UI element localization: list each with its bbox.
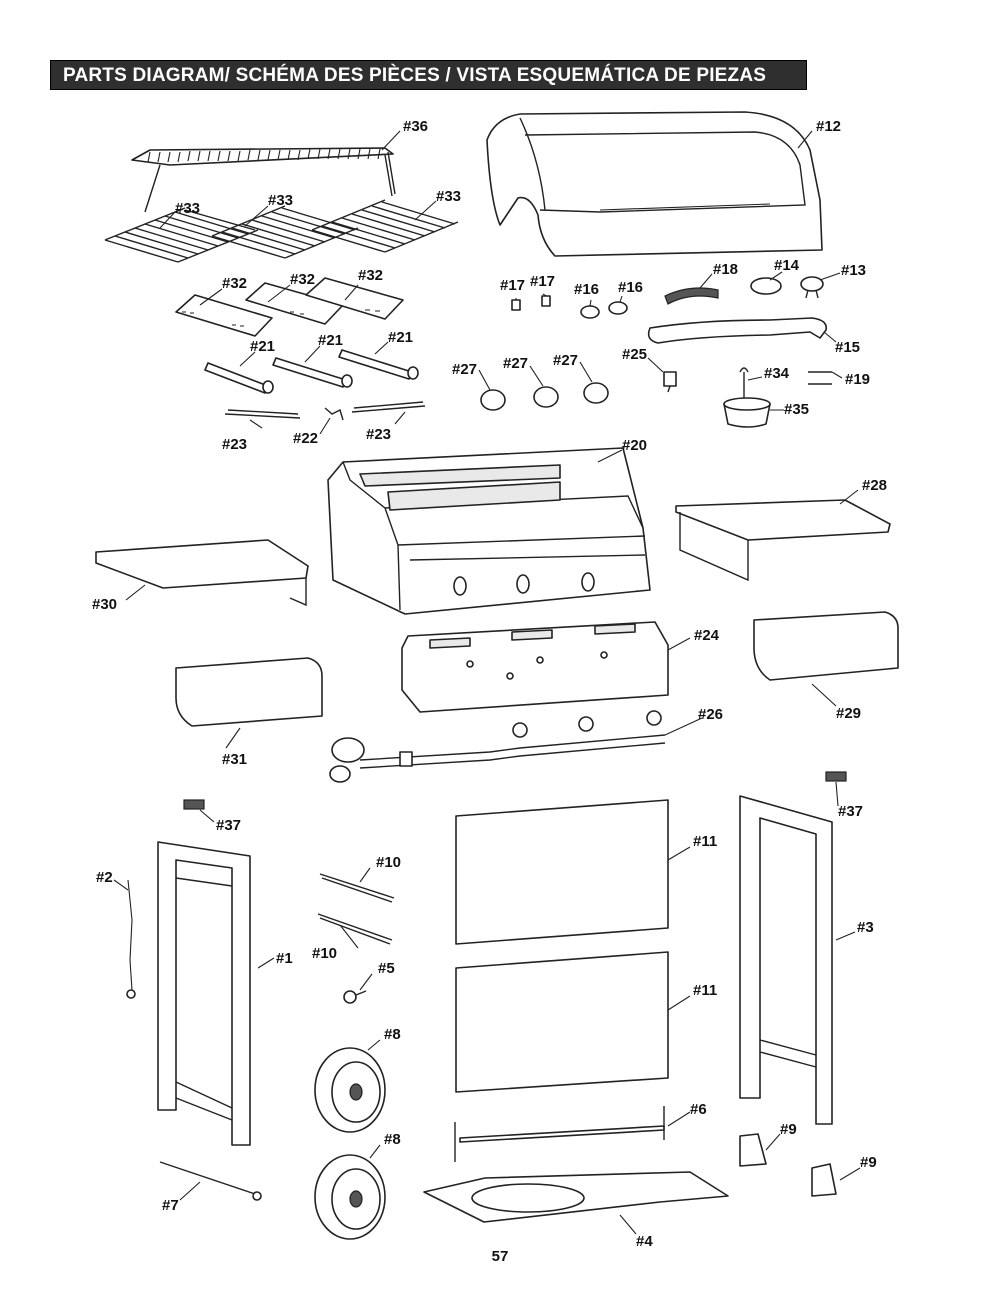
- label-15: #15: [835, 339, 860, 356]
- part-4-bottom-shelf: [423, 1171, 729, 1223]
- part-19-screws: [808, 371, 832, 385]
- label-32-a: #32: [222, 275, 247, 292]
- label-31: #31: [222, 751, 247, 768]
- part-32-heat-tents: [175, 277, 404, 337]
- label-5: #5: [378, 960, 395, 977]
- part-7-axle: [159, 1161, 262, 1201]
- label-28: #28: [862, 477, 887, 494]
- part-36-warming-rack: [131, 147, 396, 213]
- part-12-lid: [486, 111, 823, 257]
- page-number: 57: [491, 1248, 509, 1265]
- label-7: #7: [162, 1197, 179, 1214]
- part-9-brackets: [739, 1133, 837, 1197]
- label-9-b: #9: [860, 1154, 877, 1171]
- part-6-bottom-brace: [454, 1106, 665, 1162]
- part-33-cooking-grate-middle: [211, 205, 359, 259]
- label-27-a: #27: [452, 361, 477, 378]
- label-2: #2: [96, 869, 113, 886]
- label-36: #36: [403, 118, 428, 135]
- part-23-22-carryover: [224, 401, 426, 421]
- label-23-a: #23: [222, 436, 247, 453]
- part-25-igniter: [663, 371, 677, 393]
- leader-lines: [113, 130, 861, 1235]
- label-10-b: #10: [312, 945, 337, 962]
- label-34: #34: [764, 365, 790, 382]
- label-27-b: #27: [503, 355, 528, 372]
- part-15-lid-handle: [647, 317, 828, 344]
- label-21-a: #21: [250, 338, 275, 355]
- part-21-burners: [204, 349, 419, 394]
- part-30-left-shelf: [95, 539, 309, 607]
- part-17-16-small-parts: [511, 295, 628, 319]
- part-5-screw: [343, 990, 367, 1004]
- label-25: #25: [622, 346, 647, 363]
- part-20-firebox: [327, 447, 651, 615]
- part-24-control-panel: [401, 621, 669, 713]
- part-33-cooking-grate-left: [104, 207, 259, 263]
- part-28-right-shelf: [675, 499, 891, 582]
- label-33-b: #33: [268, 192, 293, 209]
- label-33-a: #33: [175, 200, 200, 217]
- label-11-b: #11: [693, 982, 717, 999]
- label-24: #24: [694, 627, 720, 644]
- part-8-wheel-top: [314, 1047, 386, 1133]
- label-10-a: #10: [376, 854, 401, 871]
- label-17-a: #17: [500, 277, 525, 294]
- page-title: PARTS DIAGRAM/ SCHÉMA DES PIÈCES / VISTA…: [63, 65, 767, 86]
- label-27-c: #27: [553, 352, 578, 369]
- part-14-temp-gauge: [750, 277, 782, 295]
- label-16-a: #16: [574, 281, 599, 298]
- part-27-control-knobs: [480, 382, 609, 411]
- label-32-c: #32: [358, 267, 383, 284]
- part-11-back-panels: [455, 799, 669, 1093]
- part-labels: #36 #12 #33 #33 #33 #32 #32 #32 #17 #17 …: [92, 118, 887, 1250]
- label-29: #29: [836, 705, 861, 722]
- part-3-right-leg: [739, 795, 833, 1125]
- label-8-a: #8: [384, 1026, 401, 1043]
- label-30: #30: [92, 596, 117, 613]
- title-bar: PARTS DIAGRAM/ SCHÉMA DES PIÈCES / VISTA…: [50, 60, 807, 90]
- part-1-left-leg: [157, 841, 251, 1146]
- label-3: #3: [857, 919, 874, 936]
- label-12: #12: [816, 118, 841, 135]
- label-37-b: #37: [838, 803, 863, 820]
- label-19: #19: [845, 371, 870, 388]
- part-31-left-cover: [175, 657, 323, 727]
- part-33-cooking-grate-right: [311, 199, 459, 253]
- label-22: #22: [293, 430, 318, 447]
- label-35: #35: [784, 401, 809, 418]
- label-32-b: #32: [290, 271, 315, 288]
- label-8-b: #8: [384, 1131, 401, 1148]
- label-14: #14: [774, 257, 800, 274]
- label-23-b: #23: [366, 426, 391, 443]
- part-29-right-cover: [753, 611, 899, 681]
- label-20: #20: [622, 437, 647, 454]
- part-2-match-chain: [126, 879, 136, 999]
- label-6: #6: [690, 1101, 707, 1118]
- part-26-manifold-regulator: [329, 710, 666, 783]
- part-18-handle-bezel: [664, 287, 719, 305]
- label-4: #4: [636, 1233, 653, 1250]
- label-9-a: #9: [780, 1121, 797, 1138]
- label-13: #13: [841, 262, 866, 279]
- label-21-b: #21: [318, 332, 343, 349]
- label-18: #18: [713, 261, 738, 278]
- part-10-braces: [317, 873, 395, 945]
- label-17-b: #17: [530, 273, 555, 290]
- label-33-c: #33: [436, 188, 461, 205]
- label-37-a: #37: [216, 817, 241, 834]
- part-13-gauge-bezel: [800, 276, 824, 299]
- label-16-b: #16: [618, 279, 643, 296]
- label-1: #1: [276, 950, 293, 967]
- part-8-wheel-bottom: [314, 1154, 386, 1240]
- label-26: #26: [698, 706, 723, 723]
- label-11-a: #11: [693, 833, 717, 850]
- part-37-caps: [183, 771, 847, 810]
- part-34-35-grease-cup: [723, 367, 771, 428]
- label-21-c: #21: [388, 329, 413, 346]
